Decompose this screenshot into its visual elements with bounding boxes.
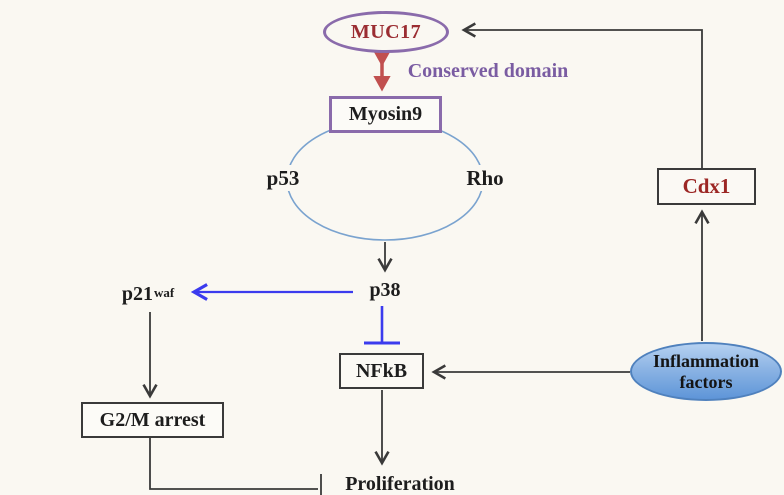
cdx1-node: Cdx1 [657, 168, 756, 205]
inflammation-line1: Inflammation [652, 350, 759, 371]
conserved-domain-label: Conserved domain [407, 59, 569, 82]
nfkb-label: NFkB [355, 359, 408, 382]
inflammation-factors-node: Inflammation factors [630, 342, 782, 401]
p38-label: p38 [369, 278, 401, 301]
nfkb-node: NFkB [339, 353, 424, 389]
inflammation-line2: factors [679, 371, 733, 392]
p53-label: p53 [258, 165, 308, 191]
p21-superscript: waf [153, 284, 175, 300]
muc17-label: MUC17 [350, 20, 422, 43]
cdx1-label: Cdx1 [682, 174, 731, 198]
cdx1-to-muc17-arrow [461, 22, 703, 168]
proliferation-label: Proliferation [345, 472, 455, 495]
g2m-arrest-label: G2/M arrest [99, 408, 206, 431]
rho-label: Rho [459, 165, 511, 191]
complex-ellipse [286, 119, 484, 241]
muc17-node: MUC17 [323, 11, 449, 53]
g2m-arrest-node: G2/M arrest [81, 402, 224, 438]
g2m-to-proliferation-inhibition-stem [149, 438, 318, 490]
myosin9-label: Myosin9 [348, 103, 423, 125]
myosin9-node: Myosin9 [329, 96, 442, 133]
